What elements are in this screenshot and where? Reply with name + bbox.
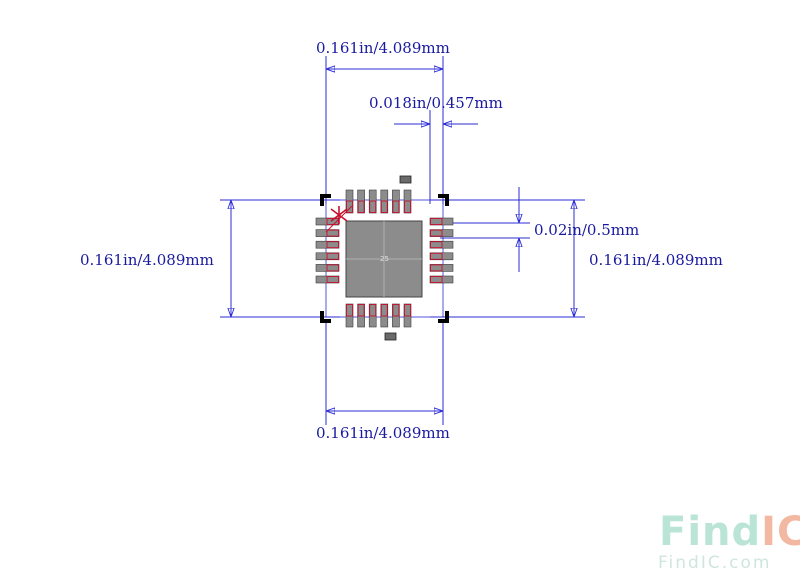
pad-right-3 bbox=[429, 240, 454, 249]
pad-right-2-copper-outline bbox=[430, 229, 443, 237]
pad-bottom-4 bbox=[380, 303, 389, 328]
pad-right-4-copper-outline bbox=[430, 252, 443, 260]
pad-top-2 bbox=[357, 189, 365, 214]
pad-right-5-copper-outline bbox=[430, 264, 443, 272]
pads-left bbox=[315, 217, 340, 284]
pad-left-5 bbox=[315, 264, 340, 272]
pad-bottom-2-copper-outline bbox=[357, 304, 365, 317]
dim-label-top-width: 0.161in/4.089mm bbox=[316, 39, 450, 57]
pad-top-5-copper-outline bbox=[392, 200, 400, 213]
center-pad-label: 25 bbox=[380, 255, 389, 263]
dim-label-pitch: 0.02in/0.5mm bbox=[534, 221, 639, 239]
watermark-find: Find bbox=[659, 509, 761, 555]
dimension-lines bbox=[220, 56, 585, 425]
dim-label-right-height: 0.161in/4.089mm bbox=[589, 251, 723, 269]
pad-left-2-copper-outline bbox=[326, 229, 339, 237]
pad-left-4-copper-outline bbox=[326, 252, 339, 260]
pad-top-3 bbox=[368, 189, 377, 214]
pad-bottom-5-copper-outline bbox=[392, 304, 400, 317]
pad-bottom-6-copper-outline bbox=[404, 304, 411, 317]
dim-label-bottom-width: 0.161in/4.089mm bbox=[316, 424, 450, 442]
pad-top-3-copper-outline bbox=[369, 200, 377, 213]
pad-top-6 bbox=[403, 189, 412, 214]
pad-top-6-copper-outline bbox=[404, 200, 411, 213]
pad-top-1-copper-outline bbox=[346, 200, 353, 213]
svg-text:FindIC: FindIC bbox=[659, 509, 800, 555]
pads-right bbox=[429, 217, 454, 284]
pad-left-4 bbox=[315, 252, 340, 261]
watermark-ic: IC bbox=[761, 509, 800, 555]
pad-top-4-copper-outline bbox=[380, 200, 388, 213]
pad-top-5 bbox=[392, 189, 400, 214]
pad-right-5 bbox=[429, 264, 454, 272]
pad-bottom-3 bbox=[368, 303, 377, 328]
pad-bottom-6 bbox=[403, 303, 412, 328]
pads-bottom bbox=[345, 303, 412, 328]
pad-left-6-copper-outline bbox=[326, 276, 339, 283]
pad-bottom-5 bbox=[392, 303, 400, 328]
pad-top-2-copper-outline bbox=[357, 200, 365, 213]
pad-left-3-copper-outline bbox=[326, 241, 339, 249]
fiducial-bottom bbox=[384, 332, 397, 341]
watermark-url: FindIC.com bbox=[658, 553, 771, 573]
pad-bottom-4-copper-outline bbox=[380, 304, 388, 317]
pad-left-5-copper-outline bbox=[326, 264, 339, 272]
dim-label-pad-width: 0.018in/0.457mm bbox=[369, 94, 503, 112]
findic-watermark: FindIC FindIC.com bbox=[658, 509, 800, 573]
pad-right-3-copper-outline bbox=[430, 241, 443, 249]
pads-top bbox=[345, 189, 412, 214]
pad-top-4 bbox=[380, 189, 389, 214]
pad-bottom-1 bbox=[345, 303, 354, 328]
pad-right-6 bbox=[429, 275, 454, 284]
pad-left-2 bbox=[315, 229, 340, 237]
pad-top-1 bbox=[345, 189, 354, 214]
fiducial-top bbox=[399, 175, 412, 184]
pad-bottom-1-copper-outline bbox=[346, 304, 353, 317]
dim-label-left-height: 0.161in/4.089mm bbox=[80, 251, 214, 269]
pin1-marker-icon bbox=[325, 205, 353, 233]
pad-right-4 bbox=[429, 252, 454, 261]
package-body: 25 bbox=[315, 175, 454, 341]
pad-right-6-copper-outline bbox=[430, 276, 443, 283]
pad-left-6 bbox=[315, 275, 340, 284]
pad-left-3 bbox=[315, 240, 340, 249]
pad-left-1 bbox=[315, 217, 340, 226]
center-thermal-pad: 25 bbox=[345, 220, 423, 298]
pad-right-2 bbox=[429, 229, 454, 237]
pad-bottom-3-copper-outline bbox=[369, 304, 377, 317]
pad-bottom-2 bbox=[357, 303, 365, 328]
silkscreen-corners bbox=[320, 194, 449, 323]
pad-right-1-copper-outline bbox=[430, 218, 443, 225]
pad-right-1 bbox=[429, 217, 454, 226]
